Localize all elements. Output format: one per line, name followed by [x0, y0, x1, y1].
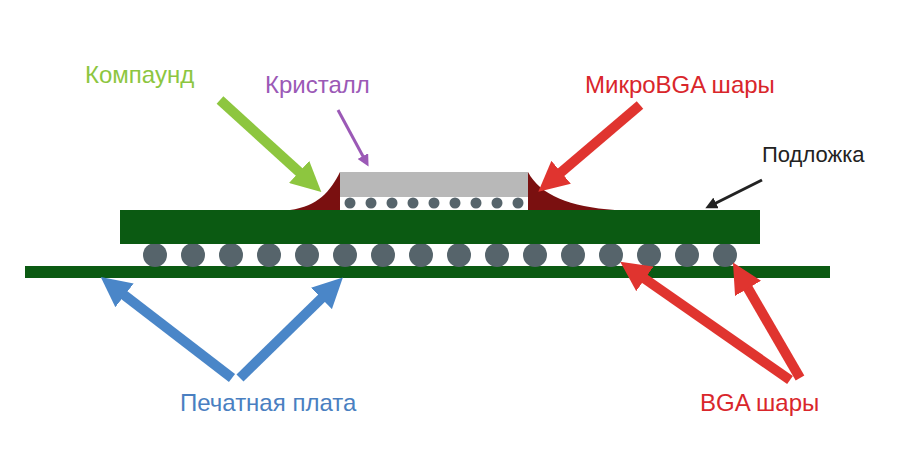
bga-ball [599, 243, 623, 267]
micro-bga-ball [492, 198, 503, 209]
micro-bga-balls [345, 198, 524, 209]
bga-arrow [742, 278, 800, 378]
bga-ball [637, 243, 661, 267]
compound-arrow [220, 100, 308, 180]
bga-ball [333, 243, 357, 267]
substrate [120, 210, 760, 244]
micro-bga-ball [450, 198, 461, 209]
bga-ball [523, 243, 547, 267]
micro-bga-ball [513, 198, 524, 209]
bga-ball [561, 243, 585, 267]
bga-ball [447, 243, 471, 267]
compound-left [290, 172, 340, 210]
compound-right [528, 172, 615, 210]
pcb-arrow [115, 288, 232, 378]
crystal-arrow [338, 110, 365, 160]
bga-ball [409, 243, 433, 267]
micro-bga-ball [345, 198, 356, 209]
die-crystal [340, 172, 528, 197]
bga-balls [143, 243, 737, 267]
microbga-label: МикроBGA шары [585, 72, 775, 98]
bga-ball [257, 243, 281, 267]
bga-ball [181, 243, 205, 267]
pcb-arrow [240, 290, 330, 378]
compound-label: Компаунд [85, 62, 194, 88]
micro-bga-ball [471, 198, 482, 209]
bga-ball [675, 243, 699, 267]
pcb-label: Печатная плата [180, 390, 356, 416]
substrate-label: Подложка [762, 143, 865, 167]
bga-ball [295, 243, 319, 267]
bga-ball [713, 243, 737, 267]
micro-bga-ball [408, 198, 419, 209]
bga-ball [219, 243, 243, 267]
bga-label: BGA шары [700, 390, 819, 416]
substrate-arrow [712, 180, 762, 205]
micro-bga-ball [387, 198, 398, 209]
micro-bga-ball [366, 198, 377, 209]
bga-ball [371, 243, 395, 267]
microbga-arrow [552, 105, 640, 180]
bga-ball [143, 243, 167, 267]
crystal-label: Кристалл [265, 72, 370, 98]
bga-ball [485, 243, 509, 267]
micro-bga-ball [429, 198, 440, 209]
pcb-board [25, 266, 830, 278]
